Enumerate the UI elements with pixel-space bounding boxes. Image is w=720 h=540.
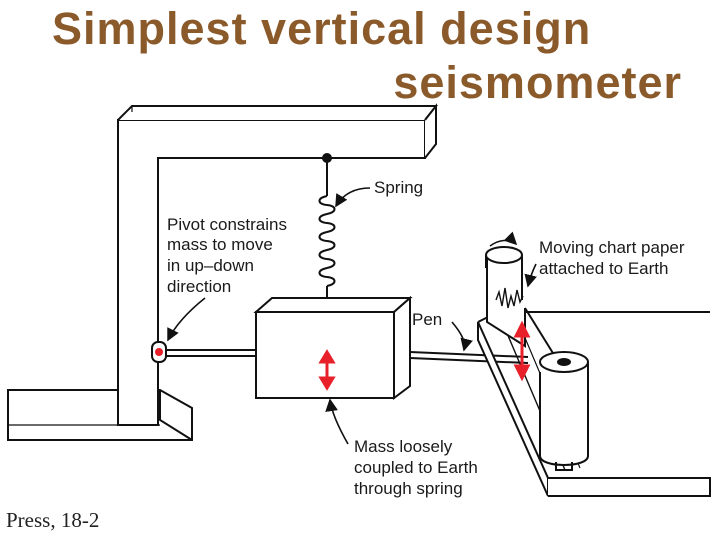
title-line-1: Simplest vertical design bbox=[52, 3, 592, 54]
motion-arrow-pen bbox=[513, 320, 531, 382]
leader-pivot bbox=[167, 297, 206, 342]
label-mass-line-3: through spring bbox=[354, 479, 463, 498]
motion-arrow-mass bbox=[318, 349, 336, 391]
label-spring: Spring bbox=[374, 178, 423, 197]
ground-base bbox=[7, 389, 193, 441]
mass-block bbox=[253, 295, 413, 400]
label-pivot-line-2: mass to move bbox=[167, 235, 273, 254]
label-pivot-line-1: Pivot constrains bbox=[167, 215, 287, 234]
title-line-2: seismometer bbox=[393, 57, 682, 108]
chart-base bbox=[477, 311, 711, 497]
leader-pen bbox=[451, 321, 473, 352]
frame bbox=[117, 103, 439, 426]
leader-spring bbox=[335, 187, 371, 208]
label-pivot-line-4: direction bbox=[167, 277, 231, 296]
label-pivot-line-3: in up–down bbox=[167, 256, 254, 275]
leader-mass bbox=[325, 398, 349, 445]
chart-paper bbox=[485, 231, 589, 471]
label-chart-paper-line-1: Moving chart paper bbox=[539, 238, 685, 257]
pivot bbox=[151, 341, 167, 363]
citation: Press, 18-2 bbox=[6, 508, 100, 532]
label-chart-paper-line-2: attached to Earth bbox=[539, 259, 668, 278]
boom-rod bbox=[160, 349, 529, 364]
leader-chart bbox=[524, 263, 537, 288]
label-mass-line-2: coupled to Earth bbox=[354, 458, 478, 477]
label-pen: Pen bbox=[412, 310, 442, 329]
label-mass-line-1: Mass loosely bbox=[354, 437, 453, 456]
